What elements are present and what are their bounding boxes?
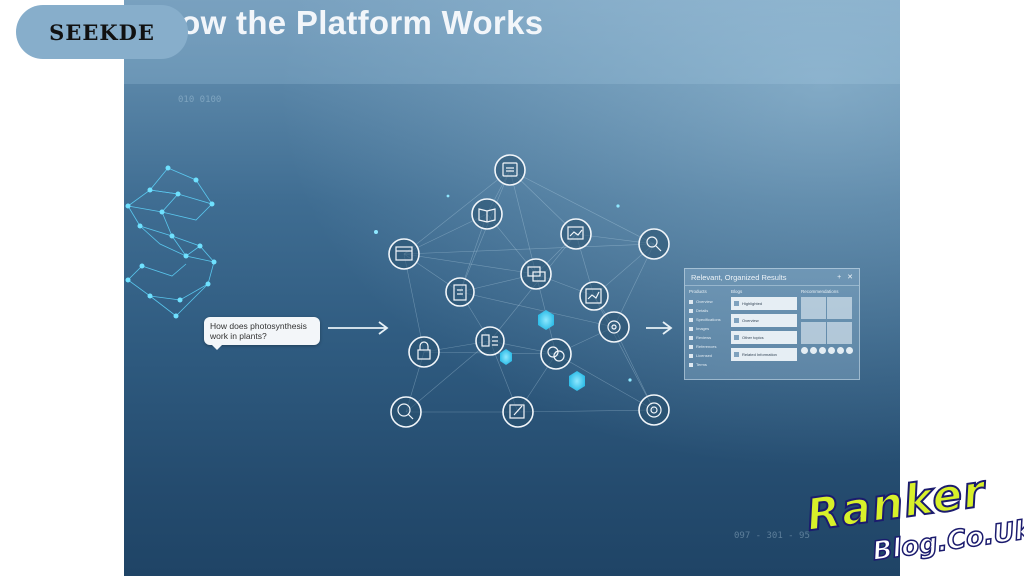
query-bubble[interactable]: How does photosynthesis work in plants? — [204, 317, 320, 350]
brain-icon — [540, 338, 572, 370]
glow-cubes — [374, 194, 632, 391]
query-text: How does photosynthesis work in plants? — [210, 321, 307, 341]
list-item[interactable]: Terms — [689, 360, 727, 369]
add-icon[interactable]: + — [837, 274, 842, 281]
list-item[interactable]: Licensed — [689, 351, 727, 360]
s-network-logo — [127, 167, 215, 317]
lock-icon — [408, 336, 440, 368]
decor-number-top: 010 0100 — [178, 95, 222, 105]
list-item[interactable]: References — [689, 342, 727, 351]
results-panel-title: Relevant, Organized Results — [691, 272, 787, 282]
browser-icon — [388, 238, 420, 270]
document-icon — [494, 154, 526, 186]
results-column-products: Products Overview Details Specifications… — [689, 289, 727, 369]
hero-background — [124, 0, 900, 576]
recommendation-tile[interactable] — [827, 297, 852, 319]
recommendation-tile[interactable] — [801, 297, 826, 319]
arrow-to-results — [646, 321, 673, 335]
results-panel-header: Relevant, Organized Results + ✕ — [685, 269, 859, 286]
magnifier-icon — [390, 396, 422, 428]
search-icon — [638, 228, 670, 260]
recommendation-tile[interactable] — [801, 322, 826, 344]
image-text-icon — [475, 326, 505, 356]
column-header: Recommendations — [801, 289, 839, 294]
edit-icon — [502, 396, 534, 428]
chat-icon — [520, 258, 552, 290]
s-network-nodes — [125, 165, 217, 319]
column-header: Blogs — [731, 289, 743, 294]
decor-number-bottom: 097 - 301 - 95 — [734, 531, 810, 541]
clipboard-icon — [445, 277, 475, 307]
result-card[interactable]: Other topics — [731, 331, 797, 344]
network-diagram — [125, 154, 673, 428]
ranker-blog-watermark: Ranker Blog.Co.Uk — [788, 465, 1024, 576]
settings-icon — [598, 311, 630, 343]
result-card[interactable]: Overview — [731, 314, 797, 327]
results-panel[interactable]: Relevant, Organized Results + ✕ Products… — [684, 268, 860, 380]
list-item[interactable]: Specifications — [689, 315, 727, 324]
list-item[interactable]: Images — [689, 324, 727, 333]
recommendation-dots — [801, 347, 857, 354]
column-header: Products — [689, 289, 707, 294]
brand-pill[interactable]: SEEKDE — [16, 5, 188, 59]
result-card[interactable]: Highlighted — [731, 297, 797, 310]
brand-label: SEEKDE — [49, 19, 155, 45]
results-column-recommendations: Recommendations — [801, 289, 857, 354]
list-item[interactable]: Details — [689, 306, 727, 315]
arrow-to-network — [328, 321, 389, 335]
recommendation-tile[interactable] — [827, 322, 852, 344]
list-item[interactable]: Reviews — [689, 333, 727, 342]
gear-icon — [638, 394, 670, 426]
result-card[interactable]: Related Information — [731, 348, 797, 361]
page-title: How the Platform Works — [156, 4, 544, 41]
close-icon[interactable]: ✕ — [847, 274, 853, 281]
results-column-blogs: Blogs Highlighted Overview Other topics … — [731, 289, 797, 365]
list-item[interactable]: Overview — [689, 297, 727, 306]
